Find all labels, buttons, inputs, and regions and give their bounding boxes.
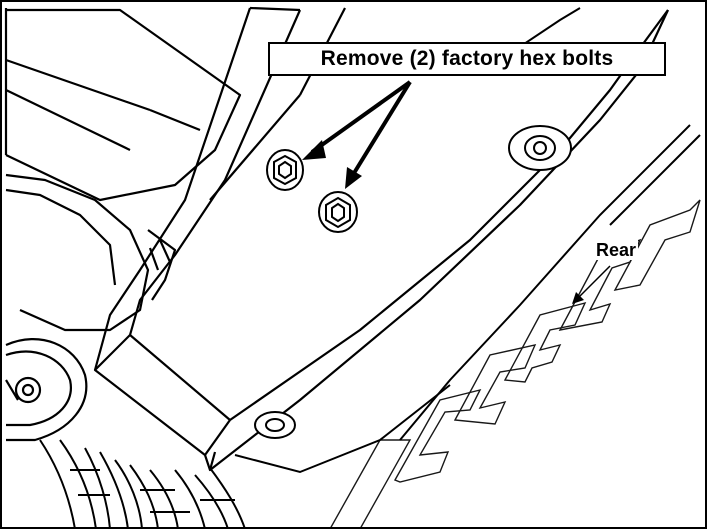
left-housing xyxy=(4,8,242,332)
callout-box: Remove (2) factory hex bolts xyxy=(268,42,666,76)
hex-bolt-lower xyxy=(318,191,358,233)
lower-left-bushing xyxy=(5,338,88,442)
rear-direction-label: Rear xyxy=(594,240,639,260)
bracket-arm xyxy=(93,6,669,472)
hex-bolt-upper xyxy=(266,149,304,191)
rear-arrow xyxy=(572,265,611,304)
socket-bolt-lower xyxy=(254,411,296,439)
callout-text: Remove (2) factory hex bolts xyxy=(320,47,614,70)
callout-arrows xyxy=(302,80,412,189)
socket-bolt-right xyxy=(508,125,572,171)
cable-bundle xyxy=(39,439,246,529)
